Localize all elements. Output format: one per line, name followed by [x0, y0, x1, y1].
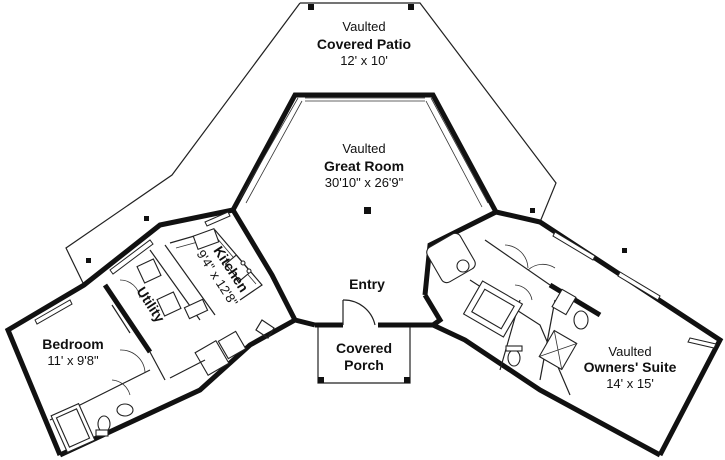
porch-label-line1: Covered [336, 340, 392, 356]
owners-label-vaulted: Vaulted [608, 344, 651, 359]
covered-porch [317, 327, 411, 384]
owners-label-name: Owners' Suite [584, 359, 677, 375]
kitchen-fixtures [183, 227, 252, 320]
bedroom-label-size: 11' x 9'8" [47, 353, 99, 368]
patio-label-vaulted: Vaulted [342, 19, 385, 34]
right-bath-fixtures [426, 232, 589, 371]
left-bath-fixtures [50, 330, 247, 454]
label-owners-suite: Vaulted Owners' Suite 14' x 15' [584, 344, 677, 391]
ceiling-fixture-icon [364, 207, 371, 214]
label-entry: Entry [349, 276, 385, 292]
entry-label-name: Entry [349, 276, 385, 292]
right-wing-walls [422, 209, 724, 458]
label-covered-porch: Covered Porch [336, 340, 392, 373]
left-wing-walls [4, 207, 316, 458]
bedroom-label-name: Bedroom [42, 336, 103, 352]
great-room-label-name: Great Room [324, 158, 404, 174]
great-room-label-vaulted: Vaulted [342, 141, 385, 156]
entry-door [255, 299, 433, 339]
owners-label-size: 14' x 15' [606, 376, 654, 391]
label-covered-patio: Vaulted Covered Patio 12' x 10' [317, 19, 411, 68]
utility-fixtures [111, 258, 182, 334]
patio-label-size: 12' x 10' [340, 53, 388, 68]
great-room-label-size: 30'10" x 26'9" [325, 175, 404, 190]
porch-label-line2: Porch [344, 357, 384, 373]
label-bedroom: Bedroom 11' x 9'8" [42, 336, 103, 368]
patio-label-name: Covered Patio [317, 36, 411, 52]
patio-outline [65, 2, 627, 286]
great-room-walls [230, 92, 499, 214]
label-great-room: Vaulted Great Room 30'10" x 26'9" [324, 141, 404, 190]
